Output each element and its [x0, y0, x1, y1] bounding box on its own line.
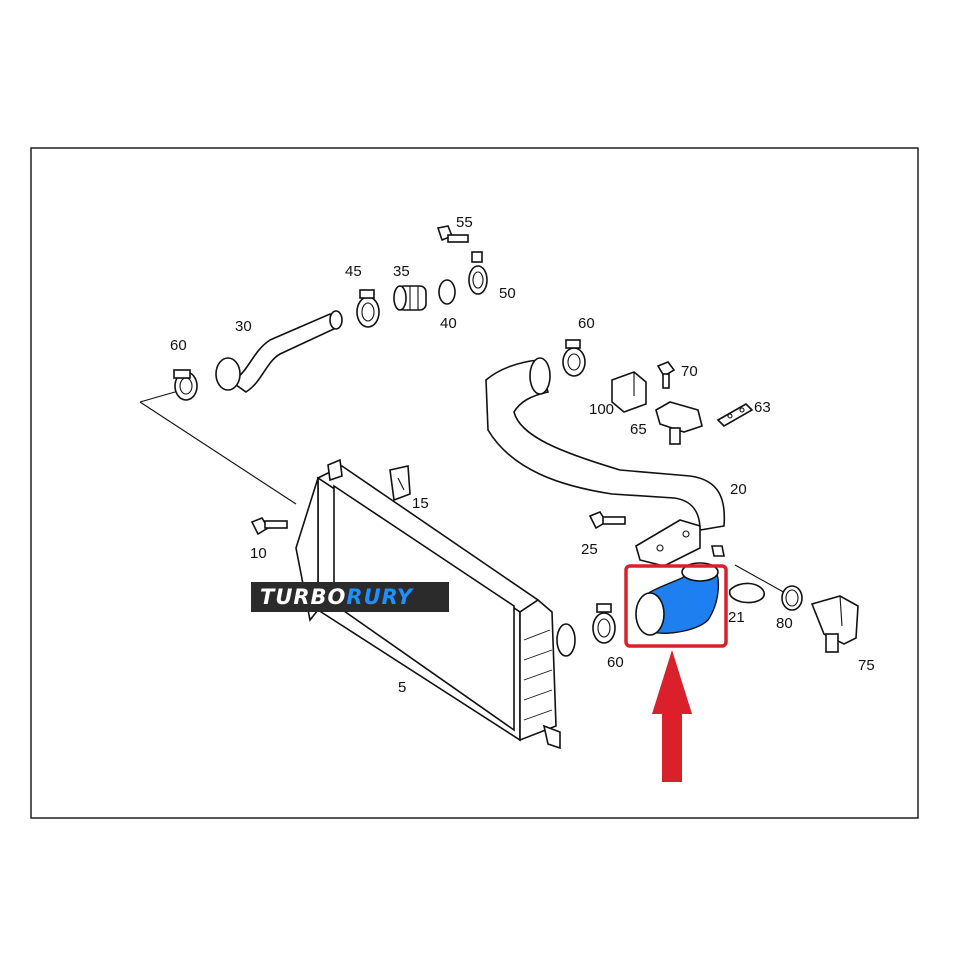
label-65: 65	[630, 421, 647, 438]
label-100: 100	[589, 401, 614, 418]
label-50: 50	[499, 285, 516, 302]
clamp-50	[468, 251, 488, 295]
bracket-63	[716, 403, 754, 427]
label-75: 75	[858, 657, 875, 674]
label-63: 63	[754, 399, 771, 416]
sleeve-35	[393, 285, 427, 311]
part-labels: 5 10 15 20 21 25 30 35 40 45 50 55 60 60…	[170, 214, 875, 696]
svg-text:TURBORURY: TURBORURY	[260, 585, 414, 609]
hose-21-highlighted	[635, 562, 719, 636]
label-30: 30	[235, 318, 252, 335]
label-35: 35	[393, 263, 410, 280]
label-80: 80	[776, 615, 793, 632]
hose-20	[485, 357, 726, 531]
clamp-45	[356, 289, 380, 328]
bolt-55	[436, 225, 469, 243]
sensor-65	[655, 401, 703, 445]
watermark-part1: TURBO	[260, 585, 346, 609]
o-ring-80	[781, 585, 803, 611]
clamp-60-lower	[592, 603, 616, 644]
label-21: 21	[728, 609, 745, 626]
label-5: 5	[398, 679, 406, 696]
clamp-60-left	[173, 369, 198, 401]
sensor-100	[611, 371, 647, 413]
hose-30	[215, 310, 343, 393]
gasket	[728, 582, 765, 604]
watermark: TURBORURY	[251, 582, 449, 612]
sensor-75	[810, 595, 859, 653]
watermark-part2: RURY	[346, 585, 413, 609]
label-60-upper: 60	[578, 315, 595, 332]
label-25: 25	[581, 541, 598, 558]
label-40: 40	[440, 315, 457, 332]
label-55: 55	[456, 214, 473, 231]
label-70: 70	[681, 363, 698, 380]
bolt-10	[250, 517, 288, 536]
label-10: 10	[250, 545, 267, 562]
hose-20-bracket	[635, 519, 725, 567]
label-15: 15	[412, 495, 429, 512]
diagram-frame	[30, 147, 919, 819]
bolt-25	[588, 511, 626, 530]
hose-21-inlet	[635, 592, 665, 636]
label-60-lower: 60	[607, 654, 624, 671]
label-60-left: 60	[170, 337, 187, 354]
ring-40	[438, 279, 456, 305]
highlight-box	[624, 564, 728, 648]
pointer-arrow	[652, 650, 692, 782]
clip-15	[389, 465, 411, 502]
bolt-70	[656, 361, 676, 389]
clamp-60-upper	[562, 339, 586, 377]
label-45: 45	[345, 263, 362, 280]
label-20: 20	[730, 481, 747, 498]
